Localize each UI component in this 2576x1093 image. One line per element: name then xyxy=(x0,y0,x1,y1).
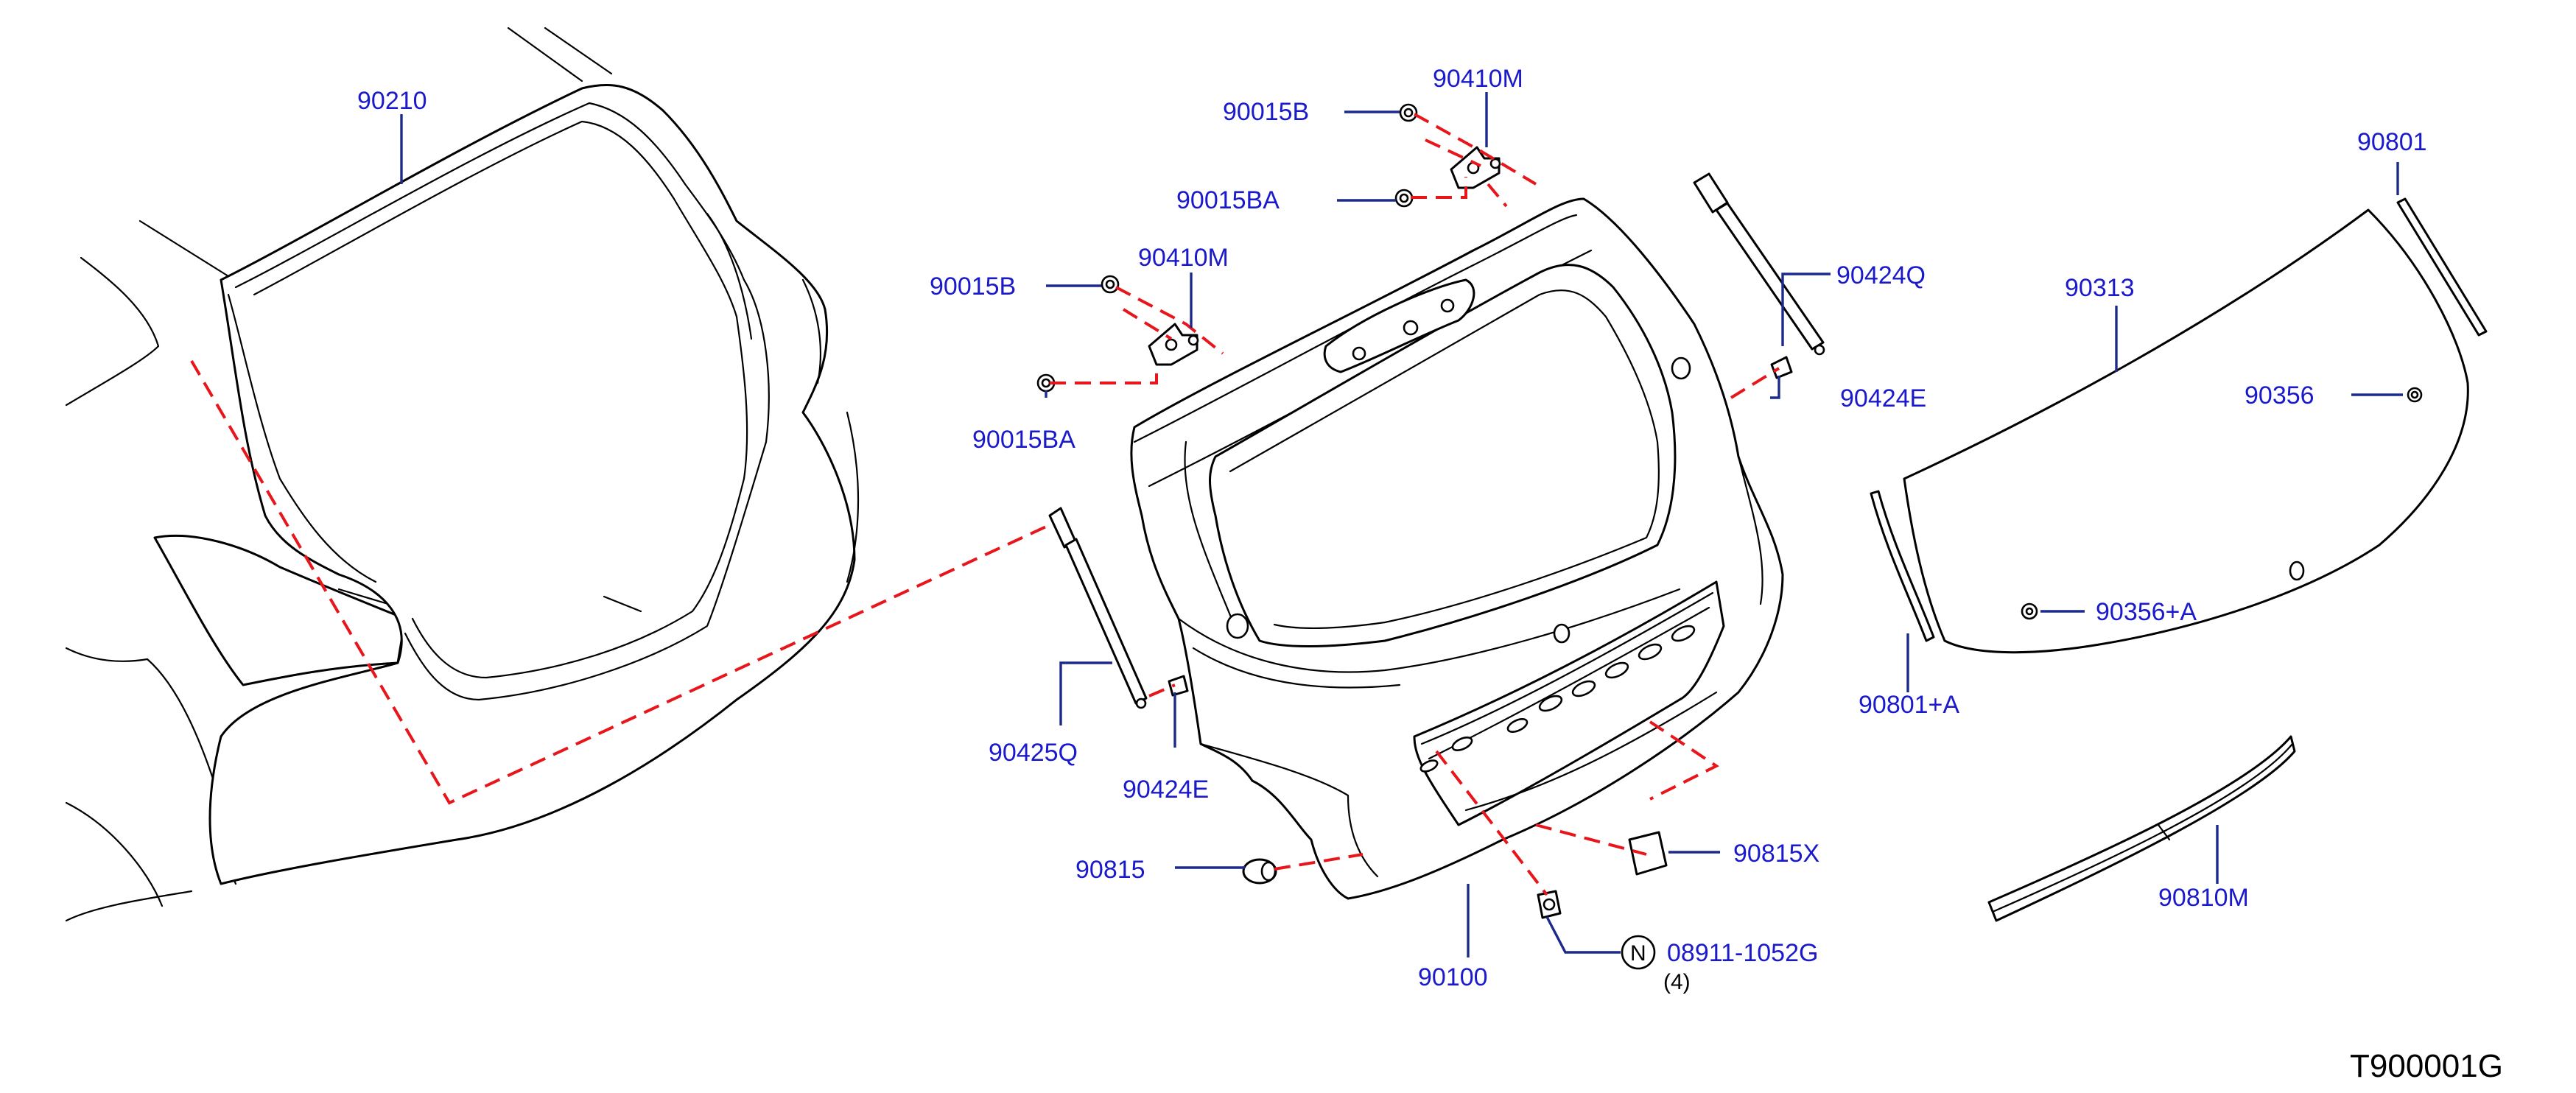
gas-stay-90425Q xyxy=(1048,507,1148,709)
label-90424E-left: 90424E xyxy=(1123,776,1209,804)
label-90015BA-top: 90015BA xyxy=(1176,186,1280,214)
dashed-connectors xyxy=(190,113,1780,896)
label-90815X: 90815X xyxy=(1733,840,1819,868)
label-90424E-right: 90424E xyxy=(1840,384,1926,412)
cap-90815X xyxy=(1628,831,1668,876)
label-08911-qty: (4) xyxy=(1663,970,1691,994)
label-90801A: 90801+A xyxy=(1859,691,1959,719)
stopper-90356A xyxy=(2021,602,2038,620)
reference-code: T900001G xyxy=(2350,1048,2503,1084)
leader-lines xyxy=(400,92,2403,957)
back-door-panel xyxy=(1130,197,1784,900)
stud-90424E-right xyxy=(1770,356,1793,379)
nut-90015B-left xyxy=(1101,275,1120,294)
label-90425Q: 90425Q xyxy=(989,739,1078,767)
part-labels: 90210 90015B 90410M 90015BA 90015B 90410… xyxy=(357,65,2427,994)
label-90356: 90356 xyxy=(2245,382,2314,410)
hinge-90410M-left xyxy=(1148,323,1199,366)
label-90801: 90801 xyxy=(2357,128,2427,156)
stud-90424E-left xyxy=(1168,675,1189,697)
back-window-glass-90313 xyxy=(1903,208,2469,654)
gas-stay-90424Q xyxy=(1693,172,1825,356)
label-90313: 90313 xyxy=(2065,274,2135,302)
label-90210: 90210 xyxy=(357,87,427,115)
label-90015B-left: 90015B xyxy=(930,273,1016,301)
label-90015B-top: 90015B xyxy=(1223,98,1309,126)
nut-symbol: N xyxy=(1630,941,1646,966)
stopper-90356 xyxy=(2407,387,2423,403)
nut-90015BA-top xyxy=(1394,189,1414,208)
grommet-90815 xyxy=(1242,858,1277,885)
label-90424Q: 90424Q xyxy=(1836,261,1926,289)
molding-90801A xyxy=(1870,490,1935,642)
label-90810M: 90810M xyxy=(2158,884,2249,912)
hinge-90410M-top xyxy=(1450,146,1501,189)
clip-08911-1052G xyxy=(1537,890,1562,919)
label-90815: 90815 xyxy=(1075,856,1145,884)
label-90100: 90100 xyxy=(1418,963,1488,991)
label-08911-1052G: 08911-1052G xyxy=(1667,939,1818,967)
label-90410M-left: 90410M xyxy=(1138,244,1229,272)
spoiler-90810M xyxy=(1987,735,2296,922)
label-90015BA-left: 90015BA xyxy=(972,426,1075,454)
nut-90015B-top xyxy=(1399,103,1418,122)
label-90356A: 90356+A xyxy=(2096,598,2197,626)
vehicle-body-rear xyxy=(65,27,860,922)
label-90410M-top: 90410M xyxy=(1433,65,1523,93)
nut-symbol-circle xyxy=(1621,935,1656,970)
molding-90801 xyxy=(2396,197,2488,337)
